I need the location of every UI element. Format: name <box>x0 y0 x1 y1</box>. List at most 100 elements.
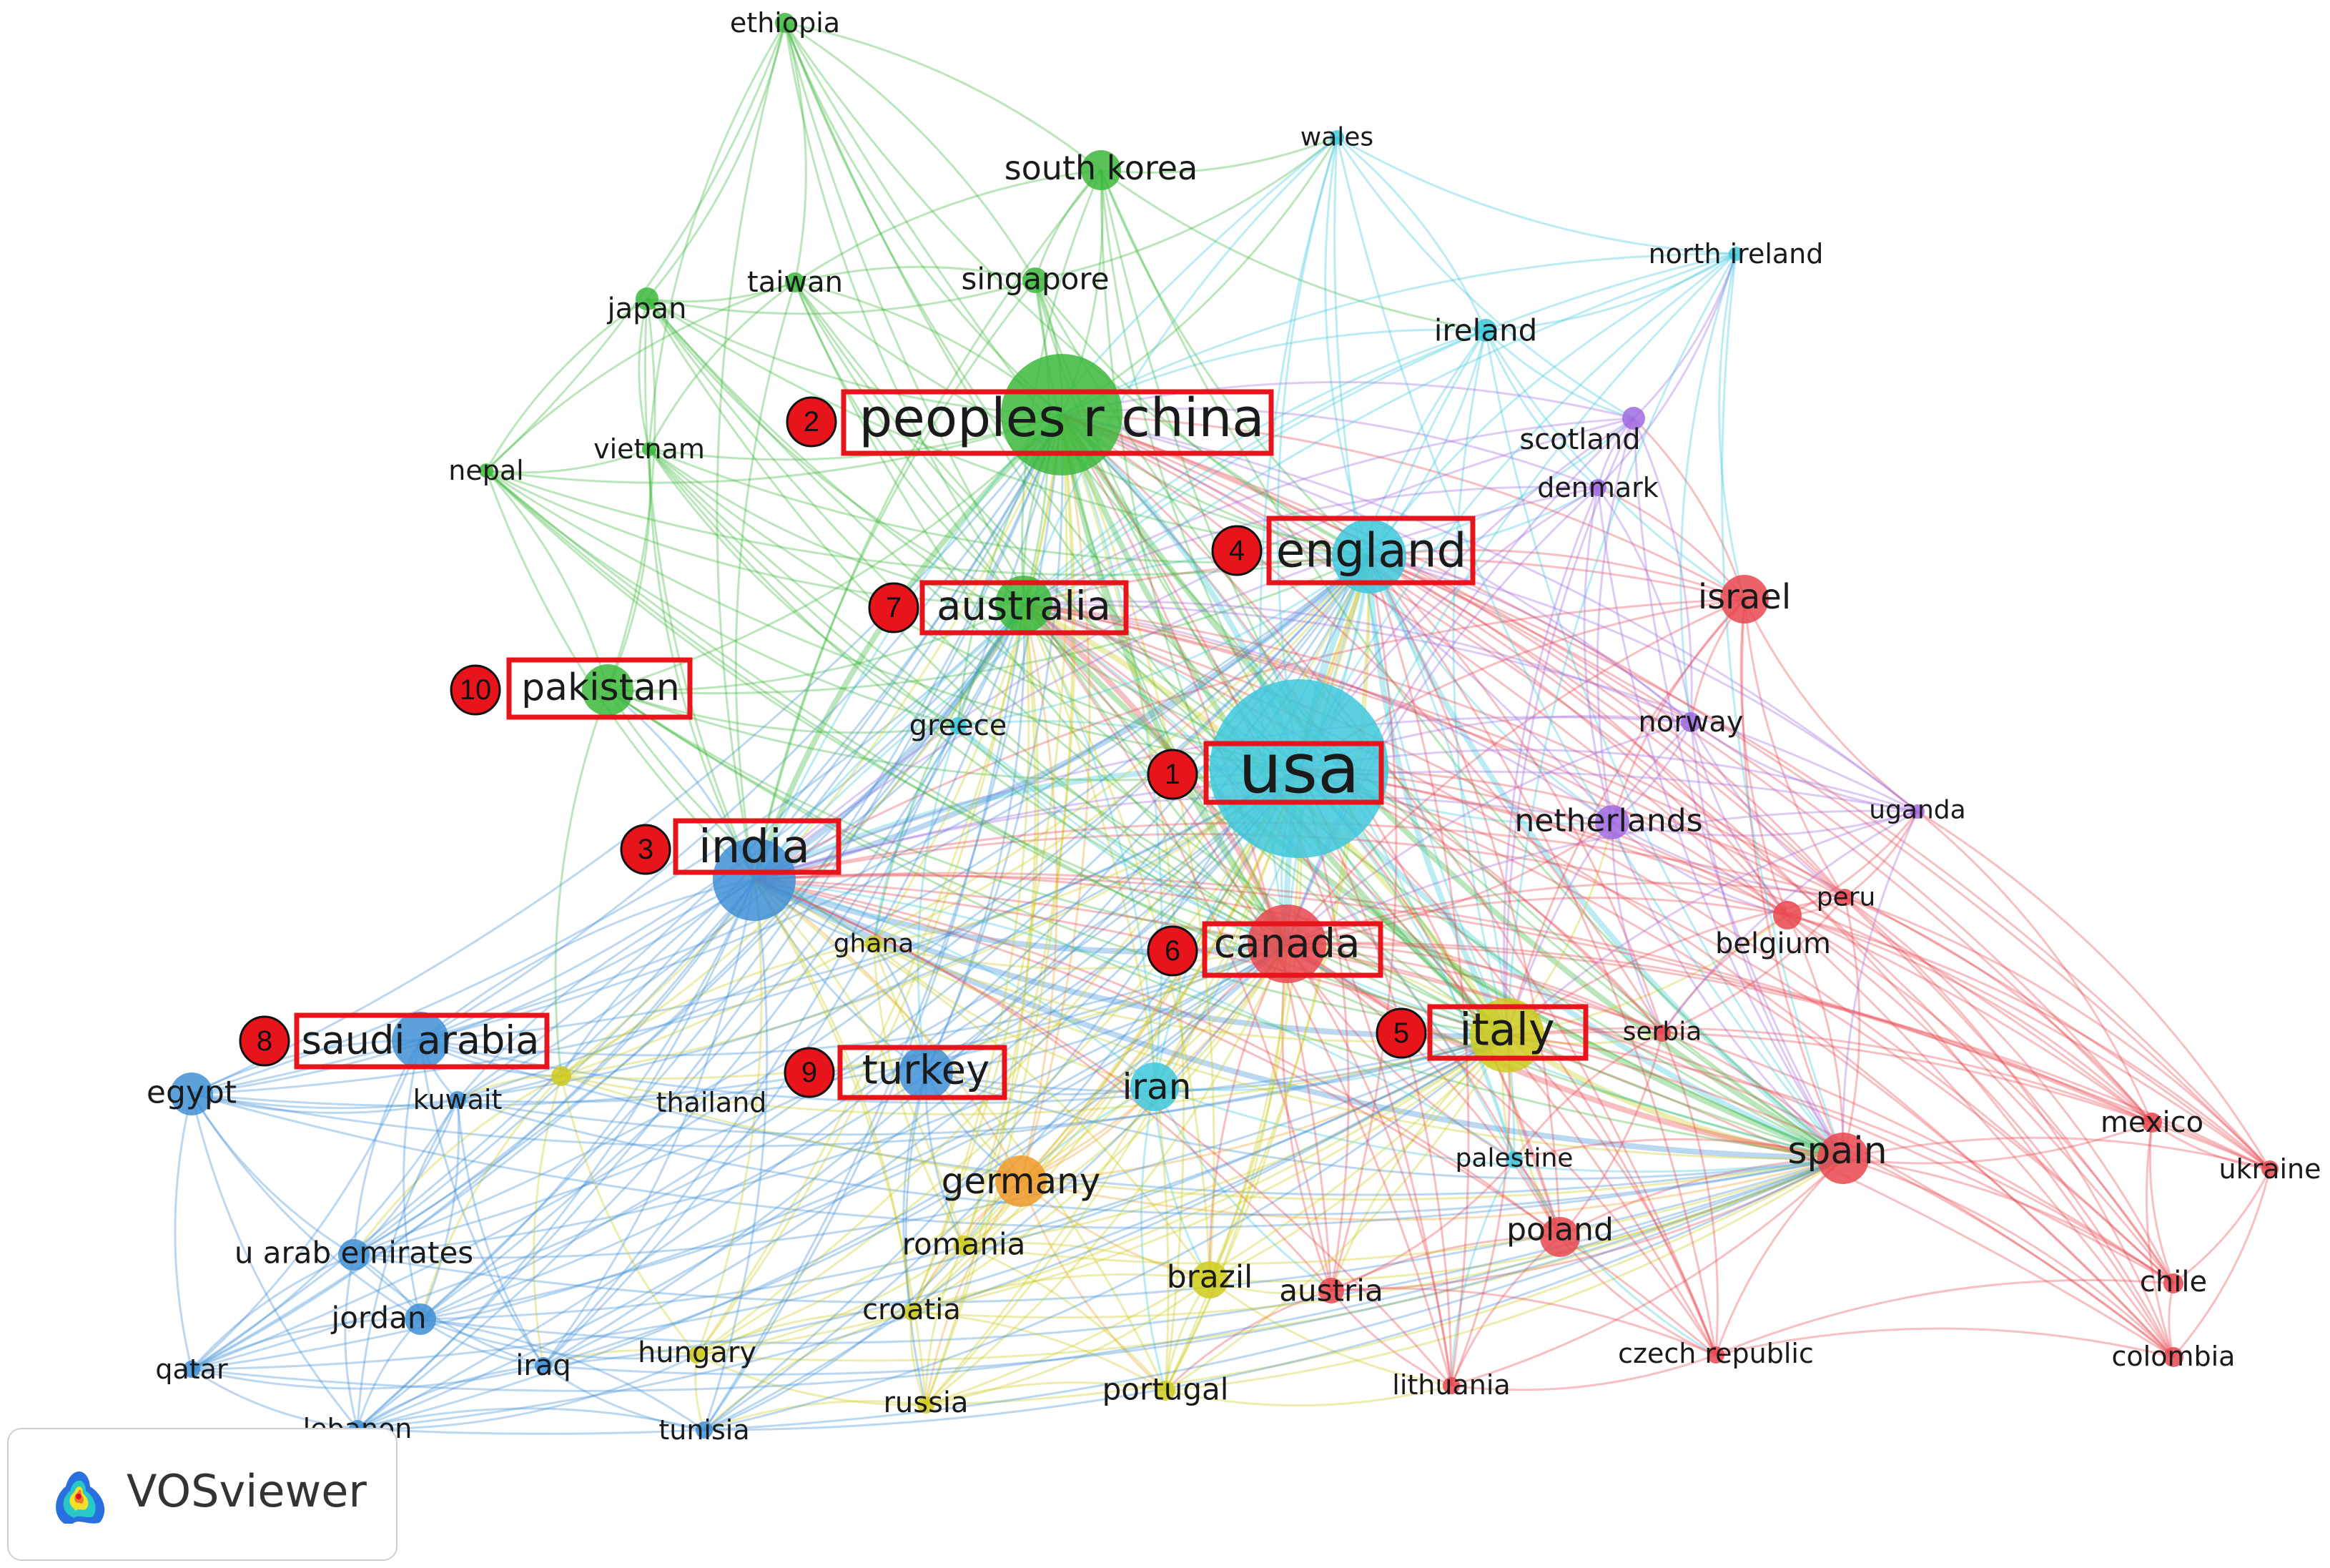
node-ukraine[interactable] <box>2261 1160 2279 1178</box>
node-poland[interactable] <box>1540 1217 1580 1257</box>
link-portugal-romania <box>963 1244 1167 1391</box>
node-iraq[interactable] <box>535 1357 552 1374</box>
label-colombia: colombia <box>2112 1341 2236 1372</box>
node-ireland[interactable] <box>1474 319 1497 342</box>
node-netherlands[interactable] <box>1595 805 1629 839</box>
label-qatar: qatar <box>155 1353 228 1385</box>
link-ethiopia-india <box>716 22 786 880</box>
link-jordan-qatar <box>191 1318 421 1371</box>
node-russia[interactable] <box>917 1396 934 1414</box>
link-norway-peru <box>1689 721 1845 899</box>
node-egypt[interactable] <box>170 1073 213 1115</box>
node-wales[interactable] <box>1330 130 1344 144</box>
link-egypt-italy <box>191 1034 1508 1148</box>
node-peru[interactable] <box>1836 889 1853 906</box>
node-austria[interactable] <box>1318 1278 1344 1303</box>
node-jordan[interactable] <box>405 1303 436 1335</box>
node-serbia[interactable] <box>1654 1025 1671 1042</box>
node-croatia[interactable] <box>903 1303 920 1321</box>
link-ukraine-usa <box>1298 767 2271 1170</box>
node-singapore[interactable] <box>1022 267 1048 293</box>
node-vietnam[interactable] <box>642 442 656 456</box>
link-lebanon-italy <box>357 1034 1508 1430</box>
link-ukraine-england <box>1368 555 2271 1170</box>
node-colombia[interactable] <box>2163 1347 2183 1367</box>
node-norway[interactable] <box>1681 712 1701 732</box>
node-pakistan[interactable] <box>582 664 633 716</box>
node-italy[interactable] <box>1470 998 1544 1073</box>
node-ethiopia[interactable] <box>775 13 795 33</box>
node-north-ireland[interactable] <box>1729 247 1743 261</box>
link-vietnam-england <box>648 448 1370 564</box>
link-japan-singapore <box>646 279 1036 315</box>
link-croatia-italy <box>911 1034 1508 1313</box>
label-india: india <box>698 821 810 874</box>
node-czech-republic[interactable] <box>1707 1346 1724 1364</box>
link-india-kuwait <box>456 878 755 1100</box>
node-peoples-r-china[interactable] <box>1001 354 1122 475</box>
link-lebanon-india <box>357 879 756 1430</box>
link-lithuania-england <box>1368 556 1470 1386</box>
node-scotland[interactable] <box>1622 407 1645 430</box>
node-kuwait[interactable] <box>449 1091 466 1108</box>
link-egypt-australia <box>191 603 1025 1095</box>
node-qatar[interactable] <box>183 1361 200 1378</box>
node-brazil[interactable] <box>1191 1261 1228 1298</box>
link-u-arab-emirates-india <box>353 879 756 1256</box>
link-uganda-australia <box>1023 603 1918 813</box>
node-belgium[interactable] <box>1773 901 1802 930</box>
link-israel-peoples-r-china <box>1061 413 1745 601</box>
link-north-ireland-norway <box>1679 253 1737 723</box>
label-italy: italy <box>1459 1004 1554 1056</box>
node-india[interactable] <box>713 838 796 921</box>
link-israel-peru <box>1743 598 1846 898</box>
rank-box-saudi-arabia <box>294 1012 550 1070</box>
link-mexico-australia <box>1023 603 2153 1124</box>
link-germany-portugal <box>1020 1180 1167 1392</box>
node-u-arab-emirates[interactable] <box>338 1239 370 1271</box>
node-england[interactable] <box>1332 519 1406 593</box>
node-tunisia[interactable] <box>696 1421 713 1439</box>
link-scotland-canada <box>1285 417 1635 945</box>
node-usa[interactable] <box>1210 679 1388 858</box>
node-iran[interactable] <box>1130 1062 1179 1111</box>
node-australia[interactable] <box>995 576 1052 633</box>
node-israel[interactable] <box>1720 575 1769 623</box>
label-croatia: croatia <box>862 1293 961 1326</box>
node-chile[interactable] <box>2163 1273 2183 1293</box>
node-taiwan[interactable] <box>785 272 805 292</box>
link-norway-uganda <box>1690 721 1918 813</box>
node-greece[interactable] <box>949 717 967 734</box>
node-denmark[interactable] <box>1589 479 1606 496</box>
link-poland-czech-republic <box>1559 1236 1717 1356</box>
link-netherlands-australia <box>1023 603 1613 824</box>
node-germany[interactable] <box>995 1155 1047 1207</box>
node-turkey[interactable] <box>899 1045 953 1100</box>
link-mexico-peru <box>1844 896 2153 1123</box>
node-south-korea[interactable] <box>1081 150 1121 190</box>
node-ghana[interactable] <box>865 935 882 952</box>
link-saudi-arabia-italy <box>420 1034 1508 1105</box>
node-uganda[interactable] <box>1910 804 1925 819</box>
rank-number-pakistan: 10 <box>460 674 492 706</box>
link-jordan-iraq <box>420 1318 544 1367</box>
node-romania[interactable] <box>954 1236 974 1256</box>
node-hungary[interactable] <box>688 1346 706 1364</box>
node-spain[interactable] <box>1817 1133 1869 1184</box>
node-lithuania[interactable] <box>1443 1377 1460 1394</box>
link-canada-brazil <box>1208 943 1288 1281</box>
link-lithuania-canada <box>1285 943 1453 1386</box>
node-nepal[interactable] <box>479 463 493 478</box>
node-palestine[interactable] <box>1506 1151 1523 1168</box>
link-egypt-thailand <box>191 1075 562 1110</box>
link-wales-italy <box>1333 137 1509 1036</box>
node-portugal[interactable] <box>1155 1381 1175 1401</box>
label-south-korea: south korea <box>1004 149 1198 187</box>
node-thailand[interactable] <box>551 1066 571 1086</box>
link-croatia-spain <box>911 1157 1844 1319</box>
node-mexico[interactable] <box>2142 1113 2162 1133</box>
node-saudi-arabia[interactable] <box>392 1012 449 1069</box>
node-japan[interactable] <box>636 287 658 310</box>
link-norway-england <box>1368 555 1692 724</box>
link-peoples-r-china-spain <box>1059 413 1845 1161</box>
